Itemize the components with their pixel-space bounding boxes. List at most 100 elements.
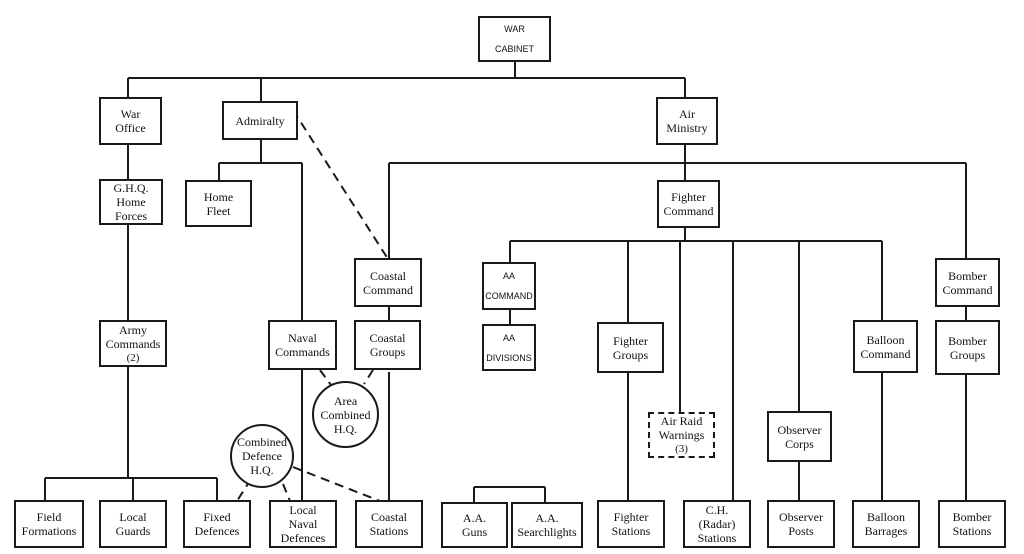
- war-office-line-2: Office: [115, 121, 146, 135]
- fighter-groups-box: Fighter Groups: [597, 322, 664, 373]
- area-combined-hq-circle: Area Combined H.Q.: [312, 381, 379, 448]
- war-cabinet-line-2: CABINET: [494, 44, 534, 54]
- home-fleet-line-1: Home: [203, 189, 234, 204]
- air-raid-warnings-line-3: (3): [675, 443, 688, 455]
- ch-radar-stations-line-3: Stations: [697, 531, 737, 545]
- observer-corps-line-1: Observer: [777, 422, 822, 437]
- air-raid-warnings-line-2: Warnings: [658, 428, 705, 442]
- aa-command-line-2: COMMAND: [485, 291, 533, 301]
- field-formations-line-2: Formations: [21, 524, 77, 538]
- naval-commands-line-1: Naval: [288, 331, 317, 345]
- war-office-line-1: War: [120, 107, 141, 121]
- fixed-defences-box: Fixed Defences: [183, 500, 251, 548]
- local-naval-defences-line-3: Defences: [280, 531, 326, 545]
- combined-defence-hq-line-2: Defence: [242, 449, 282, 463]
- air-raid-warnings-line-1: Air Raid: [660, 414, 703, 428]
- bomber-groups-line-2: Groups: [949, 347, 986, 362]
- air-ministry-line-1: Air: [679, 107, 695, 121]
- combined-defence-hq-circle: Combined Defence H.Q.: [230, 424, 294, 488]
- naval-commands-box: Naval Commands: [268, 320, 337, 370]
- observer-corps-box: Observer Corps: [767, 411, 832, 462]
- air-ministry-line-2: Ministry: [666, 121, 708, 135]
- local-guards-box: Local Guards: [99, 500, 167, 548]
- aa-guns-line-2: Guns: [461, 525, 488, 539]
- local-guards-line-2: Guards: [115, 524, 151, 538]
- ghq-home-forces-box: G.H.Q. Home Forces: [99, 179, 163, 225]
- coastal-command-line-1: Coastal: [370, 268, 406, 283]
- balloon-command-line-2: Command: [860, 346, 911, 361]
- fighter-stations-line-1: Fighter: [613, 510, 649, 524]
- balloon-barrages-line-1: Balloon: [867, 510, 905, 524]
- bomber-command-box: Bomber Command: [935, 258, 1000, 307]
- local-guards-line-1: Local: [119, 510, 147, 524]
- aa-guns-line-1: A.A.: [462, 511, 487, 525]
- field-formations-line-1: Field: [36, 510, 62, 524]
- observer-corps-line-2: Corps: [785, 436, 814, 451]
- ch-radar-stations-box: C.H. (Radar) Stations: [683, 500, 751, 548]
- fighter-groups-line-1: Fighter: [613, 333, 648, 348]
- coastal-groups-box: Coastal Groups: [354, 320, 421, 370]
- ghq-line-1: G.H.Q.: [113, 181, 149, 195]
- balloon-command-line-1: Balloon: [866, 332, 905, 347]
- balloon-barrages-line-2: Barrages: [864, 524, 908, 538]
- coastal-command-line-2: Command: [363, 282, 413, 297]
- local-naval-defences-line-1: Local: [289, 503, 317, 517]
- balloon-command-box: Balloon Command: [853, 320, 918, 373]
- fighter-groups-line-2: Groups: [612, 347, 649, 362]
- aa-searchlights-line-1: A.A.: [535, 511, 559, 525]
- coastal-stations-line-1: Coastal: [371, 510, 407, 524]
- combined-defence-hq-line-1: Combined: [237, 435, 287, 449]
- army-commands-box: Army Commands (2): [99, 320, 167, 367]
- bomber-stations-line-1: Bomber: [952, 510, 992, 524]
- air-raid-warnings-box: Air Raid Warnings (3): [648, 412, 715, 458]
- area-combined-hq-line-2: Combined: [320, 407, 371, 422]
- aa-command-line-1: AA: [502, 271, 515, 281]
- coastal-stations-line-2: Stations: [369, 524, 409, 538]
- ch-radar-stations-line-2: (Radar): [698, 517, 736, 531]
- war-office-box: War Office: [99, 97, 162, 145]
- combined-defence-hq-line-3: H.Q.: [250, 463, 274, 477]
- observer-posts-box: Observer Posts: [767, 500, 835, 548]
- coastal-stations-box: Coastal Stations: [355, 500, 423, 548]
- balloon-barrages-box: Balloon Barrages: [852, 500, 920, 548]
- fixed-defences-line-1: Fixed: [203, 510, 231, 524]
- bomber-command-line-2: Command: [942, 282, 993, 297]
- ghq-line-2: Home: [116, 195, 146, 209]
- home-fleet-line-2: Fleet: [206, 203, 231, 218]
- admiralty-box: Admiralty: [222, 101, 298, 140]
- fighter-command-line-1: Fighter: [671, 190, 706, 204]
- bomber-groups-box: Bomber Groups: [935, 320, 1000, 375]
- area-combined-hq-line-3: H.Q.: [333, 421, 358, 436]
- naval-commands-line-2: Commands: [275, 345, 330, 359]
- air-ministry-box: Air Ministry: [656, 97, 718, 145]
- ghq-line-3: Forces: [115, 209, 147, 223]
- bomber-stations-line-2: Stations: [952, 524, 992, 538]
- bomber-command-line-1: Bomber: [948, 268, 987, 283]
- local-naval-defences-line-2: Naval: [288, 517, 318, 531]
- aa-searchlights-line-2: Searchlights: [517, 525, 577, 539]
- field-formations-box: Field Formations: [14, 500, 84, 548]
- ch-radar-stations-line-1: C.H.: [705, 503, 729, 517]
- aa-divisions-line-2: DIVISIONS: [486, 352, 532, 363]
- local-naval-defences-box: Local Naval Defences: [269, 500, 337, 548]
- aa-command-box: AA COMMAND: [482, 262, 536, 310]
- aa-divisions-box: AA DIVISIONS: [482, 324, 536, 371]
- observer-posts-line-2: Posts: [788, 524, 814, 538]
- fighter-command-line-2: Command: [663, 204, 714, 218]
- coastal-groups-line-2: Groups: [369, 345, 406, 359]
- army-commands-line-3: (2): [126, 351, 140, 364]
- fighter-stations-line-2: Stations: [611, 524, 651, 538]
- army-commands-line-2: Commands: [105, 336, 161, 351]
- aa-divisions-line-1: AA: [502, 332, 515, 343]
- fighter-command-box: Fighter Command: [657, 180, 720, 228]
- war-cabinet-box: WAR CABINET: [478, 16, 551, 62]
- fixed-defences-line-2: Defences: [194, 524, 240, 538]
- home-fleet-box: Home Fleet: [185, 180, 252, 227]
- aa-searchlights-box: A.A. Searchlights: [511, 502, 583, 548]
- coastal-command-box: Coastal Command: [354, 258, 422, 307]
- aa-guns-box: A.A. Guns: [441, 502, 508, 548]
- observer-posts-line-1: Observer: [779, 510, 823, 524]
- bomber-stations-box: Bomber Stations: [938, 500, 1006, 548]
